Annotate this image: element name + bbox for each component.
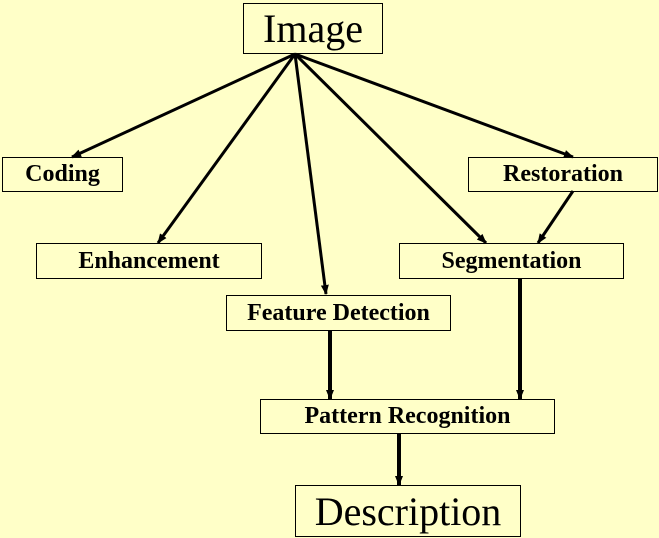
node-description: Description	[295, 485, 521, 537]
node-pattern-recognition-label: Pattern Recognition	[304, 403, 511, 429]
node-enhancement: Enhancement	[36, 243, 262, 279]
edge-image-coding	[71, 52, 296, 159]
node-coding: Coding	[2, 157, 123, 192]
node-feature-detection-label: Feature Detection	[247, 299, 430, 326]
node-coding-label: Coding	[25, 161, 100, 187]
node-pattern-recognition: Pattern Recognition	[260, 399, 555, 434]
node-segmentation: Segmentation	[399, 243, 624, 279]
node-enhancement-label: Enhancement	[78, 247, 220, 274]
node-description-label: Description	[314, 488, 502, 534]
edge-image-enhancement	[156, 53, 297, 244]
node-segmentation-label: Segmentation	[441, 247, 582, 274]
node-feature-detection: Feature Detection	[226, 295, 451, 331]
node-image: Image	[243, 3, 383, 54]
node-restoration-label: Restoration	[503, 161, 623, 187]
edge-image-restoration	[294, 52, 574, 159]
node-image-label: Image	[263, 6, 363, 51]
edge-image-feature-detection	[293, 53, 329, 295]
node-restoration: Restoration	[468, 157, 658, 192]
edge-restoration-segmentation	[536, 190, 575, 244]
edge-image-segmentation	[293, 52, 488, 245]
